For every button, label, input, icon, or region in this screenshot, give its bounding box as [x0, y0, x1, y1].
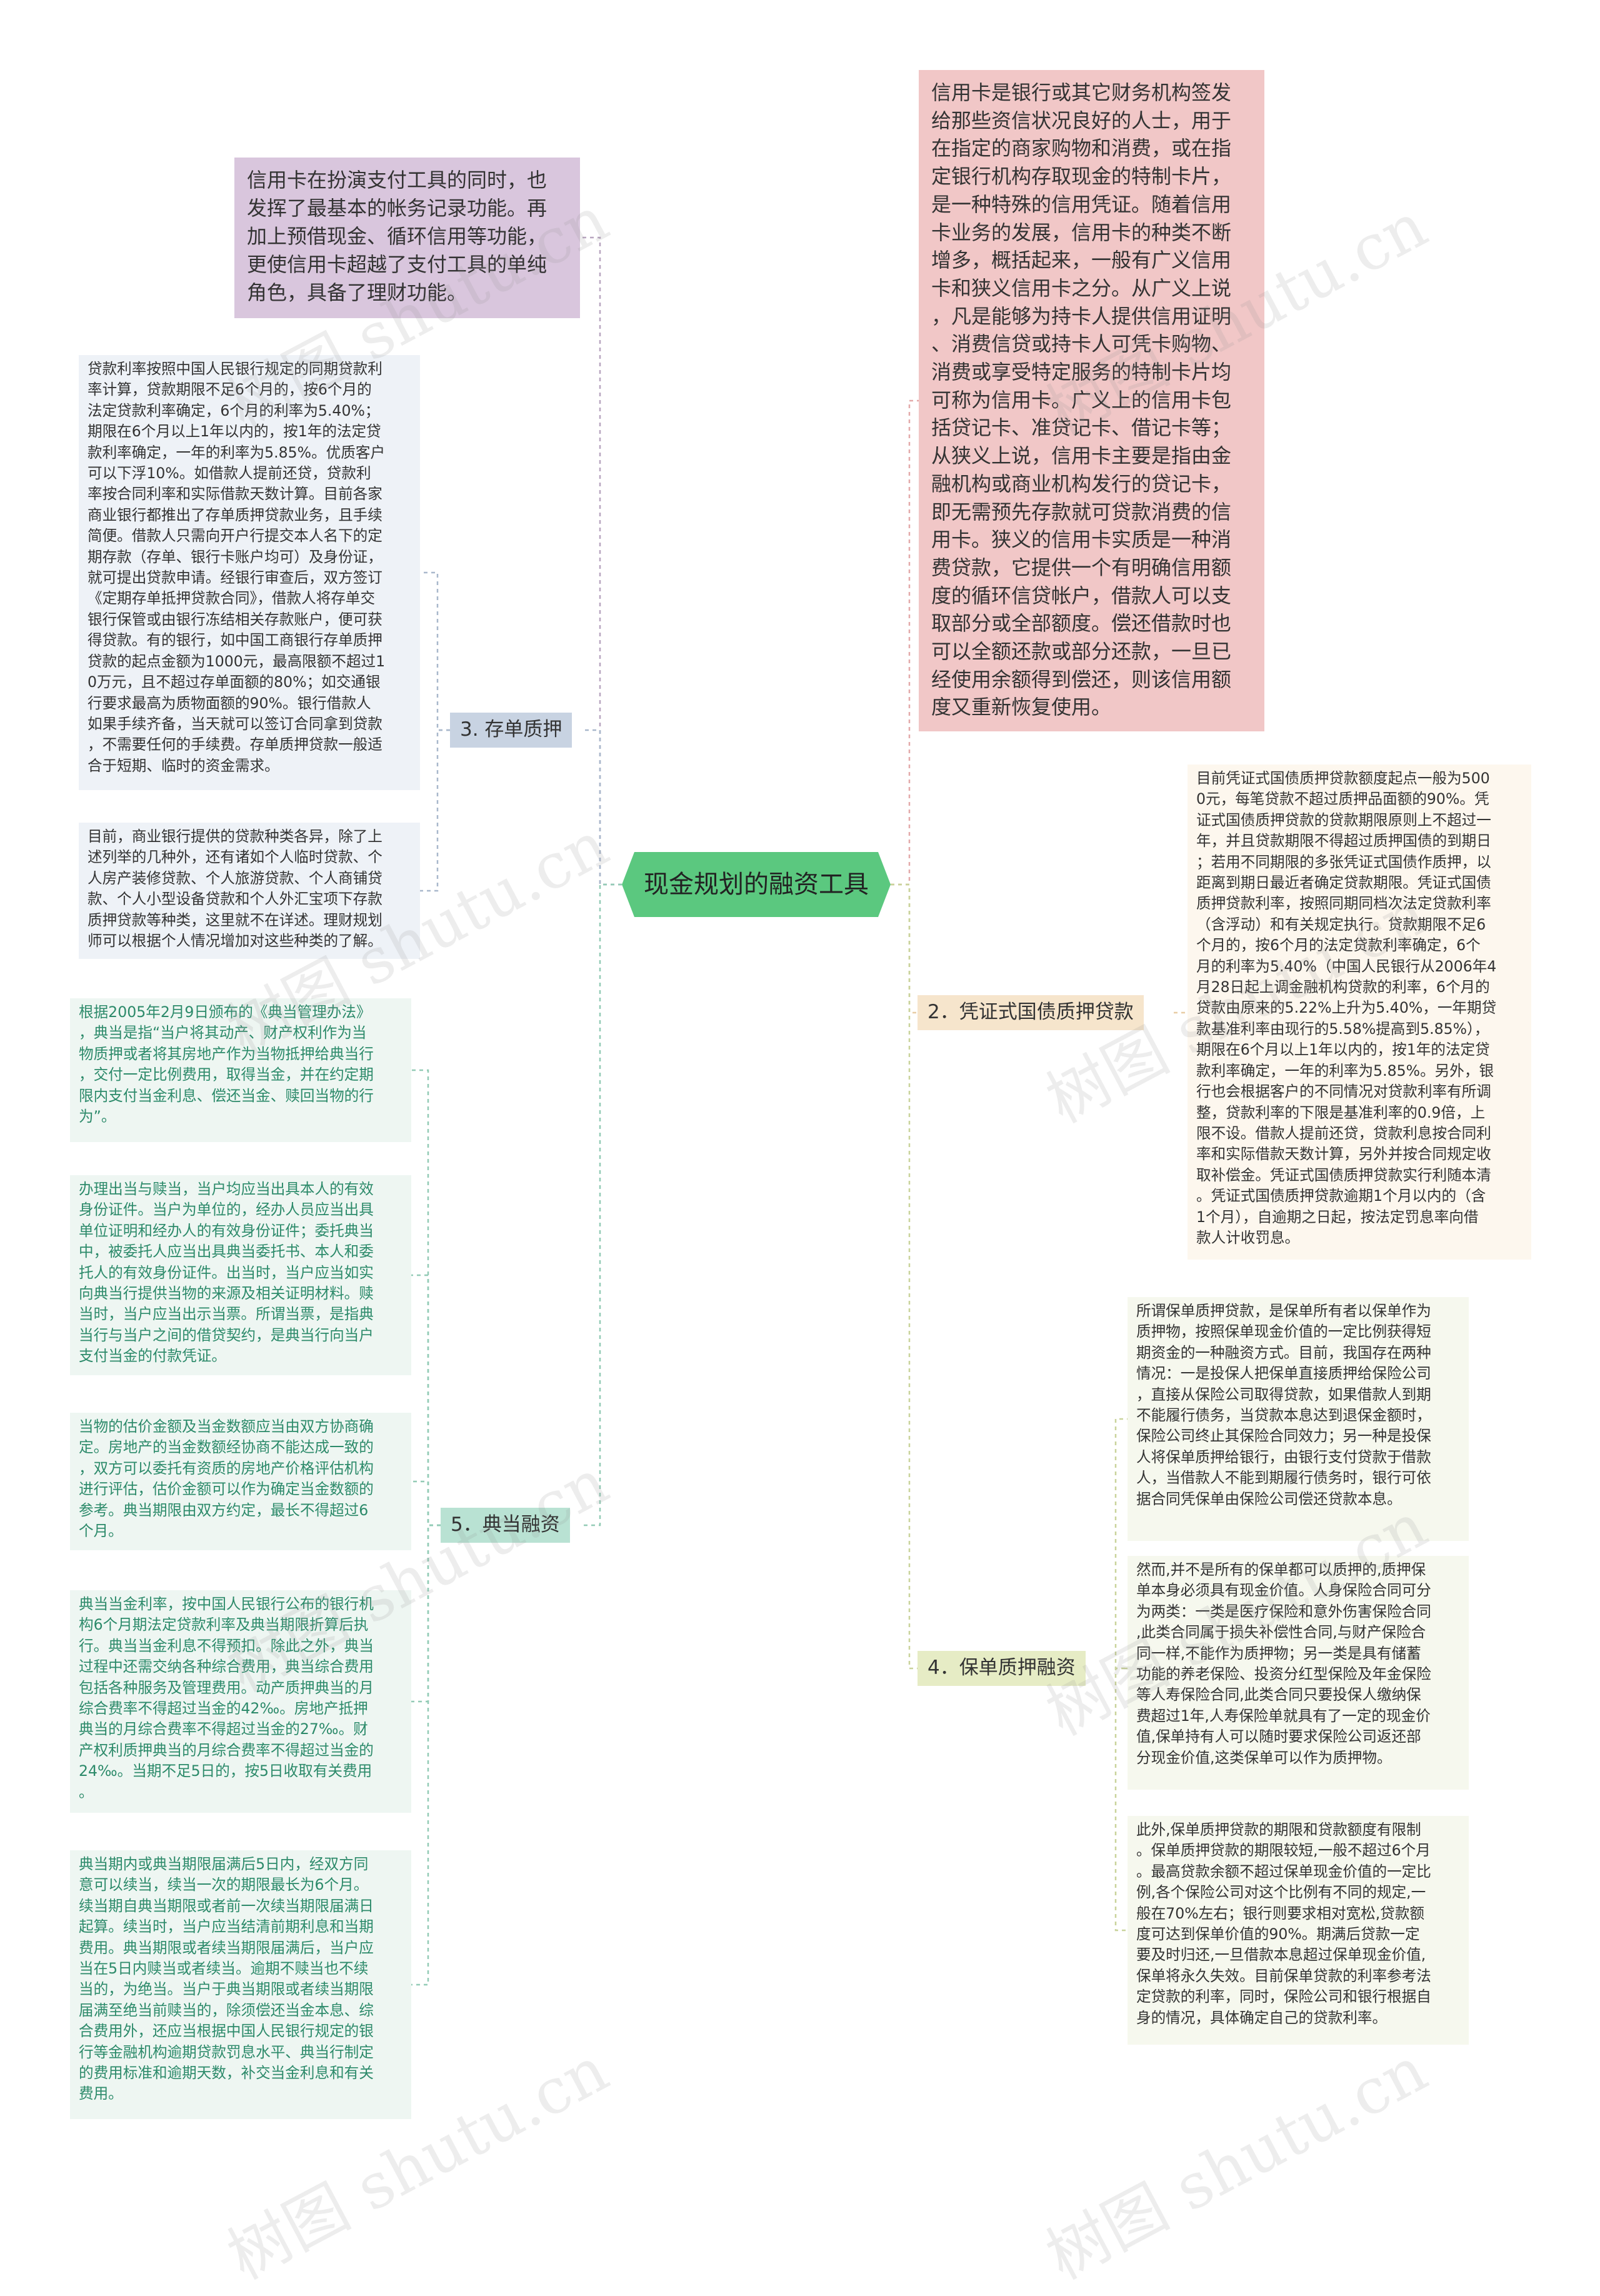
branch-bond-pledge-loan[interactable]: 2．凭证式国债质押贷款 [918, 995, 1144, 1030]
deposit-pledge-other-loans-note[interactable]: 目前，商业银行提供的贷款种类各异，除了上 述列举的几种外，还有诸如个人临时贷款、… [79, 823, 420, 959]
link-deposit-leaf2 [420, 729, 450, 892]
link-deposit-leaf1 [420, 571, 450, 731]
bond-pledge-loan-note[interactable]: 目前凭证式国债质押贷款额度起点一般为500 0元，每笔贷款不超过质押品面额的90… [1188, 764, 1531, 1260]
link-center-credit-def [891, 399, 919, 886]
branch-insurance-policy-pledge[interactable]: 4．保单质押融资 [918, 1651, 1086, 1686]
link-center-insurance [891, 883, 918, 1670]
link-insurance-leaf3 [1114, 1667, 1128, 1932]
insurance-pledge-limits-note[interactable]: 此外,保单质押贷款的期限和贷款额度有限制 。保单质押贷款的期限较短,一般不超过6… [1128, 1816, 1469, 2045]
connector-lines [411, 236, 1188, 1986]
link-pawn-leaf3 [411, 1480, 441, 1526]
pawn-renewal-note[interactable]: 典当期内或典当期限届满后5日内，经双方同 意可以续当，续当一次的期限最长为6个月… [70, 1850, 411, 2119]
pawn-interest-note[interactable]: 典当当金利率，按中国人民银行公布的银行机 构6个月期法定贷款利率及典当期限折算后… [70, 1590, 411, 1813]
pawn-definition-note[interactable]: 根据2005年2月9日颁布的《典当管理办法》 ，典当是指“当户将其动产、财产权利… [70, 998, 411, 1142]
link-center-deposit [581, 729, 622, 886]
pawn-identity-note[interactable]: 办理出当与赎当，当户均应当出具本人的有效 身份证件。当户为单位的，经办人员应当出… [70, 1175, 411, 1375]
link-pawn-leaf2 [411, 1274, 441, 1526]
link-insurance-leaf1 [1114, 1418, 1128, 1670]
credit-card-definition-note[interactable]: 信用卡是银行或其它财务机构签发 给那些资信状况良好的人士，用于 在指定的商家购物… [919, 70, 1264, 731]
link-center-pawn [581, 883, 622, 1526]
link-center-bond [891, 883, 918, 1014]
deposit-pledge-rate-note[interactable]: 贷款利率按照中国人民银行规定的同期贷款利 率计算，贷款期限不足6个月的，按6个月… [79, 355, 420, 790]
credit-card-function-note[interactable]: 信用卡在扮演支付工具的同时，也 发挥了最基本的帐务记录功能。再 加上预借现金、循… [234, 158, 580, 318]
link-pawn-leaf4 [411, 1524, 441, 1703]
link-center-credit-intro [580, 236, 622, 886]
central-topic[interactable]: 现金规划的融资工具 [622, 852, 891, 917]
mind-map-canvas: 现金规划的融资工具 信用卡在扮演支付工具的同时，也 发挥了最基本的帐务记录功能。… [70, 70, 1531, 2293]
insurance-pledge-definition-note[interactable]: 所谓保单质押贷款，是保单所有者以保单作为 质押物，按照保单现金价值的一定比例获得… [1128, 1297, 1469, 1541]
insurance-pledge-eligibility-note[interactable]: 然而,并不是所有的保单都可以质押的,质押保 单本身必须具有现金价值。人身保险合同… [1128, 1556, 1469, 1790]
branch-pawn-financing[interactable]: 5．典当融资 [441, 1508, 570, 1543]
branch-deposit-pledge[interactable]: 3. 存单质押 [450, 713, 572, 748]
link-pawn-leaf5 [411, 1524, 441, 1986]
link-pawn-leaf1 [411, 1069, 441, 1526]
pawn-valuation-note[interactable]: 当物的估价金额及当金数额应当由双方协商确 定。房地产的当金数额经协商不能达成一致… [70, 1413, 411, 1550]
